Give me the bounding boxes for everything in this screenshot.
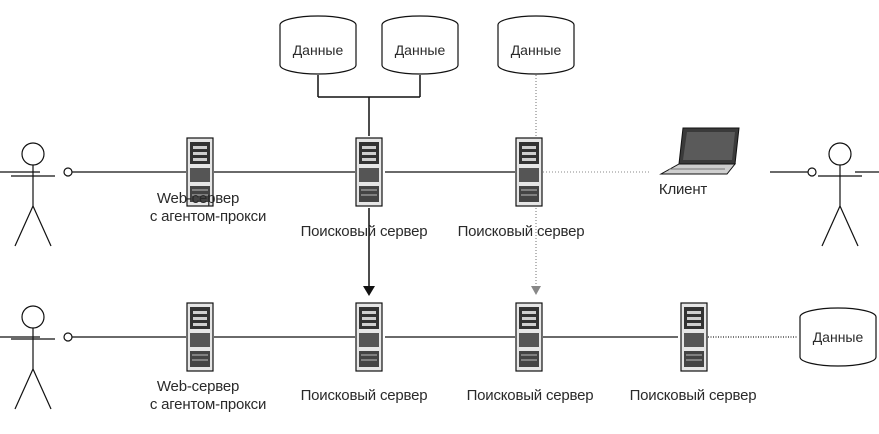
web-server-label-2: с агентом-прокси [150, 396, 266, 413]
server-icon [681, 303, 707, 371]
search-server-label: Поисковый сервер [467, 387, 594, 404]
user-actor-icon [11, 306, 55, 409]
database-label: Данные [293, 42, 344, 58]
database-label: Данные [813, 329, 864, 345]
user-actor-icon [818, 143, 862, 246]
data-links [318, 75, 541, 296]
user-actor-icon [11, 143, 55, 246]
web-server-label-2: с агентом-прокси [150, 208, 266, 225]
search-server-label: Поисковый сервер [301, 223, 428, 240]
server-icon [516, 303, 542, 371]
server-icon [187, 303, 213, 371]
client-label: Клиент [659, 181, 707, 198]
web-server-label-1: Web-сервер [157, 378, 239, 395]
server-icon [516, 138, 542, 206]
server-icon [356, 138, 382, 206]
top-row-connectors [0, 168, 879, 176]
laptop-icon [661, 128, 739, 174]
database-label: Данные [395, 42, 446, 58]
database-bottom: Данные [800, 308, 876, 366]
search-server-label: Поисковый сервер [301, 387, 428, 404]
search-server-label: Поисковый сервер [458, 223, 585, 240]
search-server-label: Поисковый сервер [630, 387, 757, 404]
database-label: Данные [511, 42, 562, 58]
web-server-label-1: Web-сервер [157, 190, 239, 207]
bottom-row-connectors [0, 333, 798, 341]
database-top-1: Данные [280, 16, 356, 74]
server-icon [356, 303, 382, 371]
database-top-3: Данные [498, 16, 574, 74]
database-top-2: Данные [382, 16, 458, 74]
